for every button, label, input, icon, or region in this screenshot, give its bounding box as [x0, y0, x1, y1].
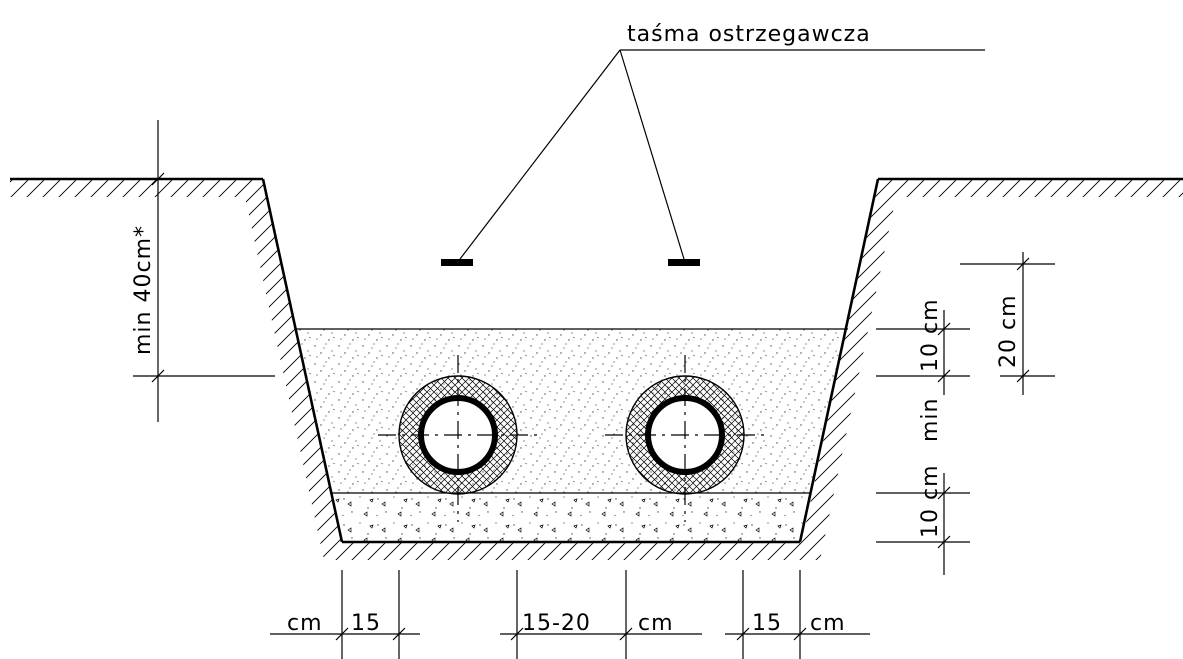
- warning-tape-right: [668, 259, 700, 266]
- pipe-cover-label: 10 cm: [918, 298, 943, 372]
- pipe-left: [378, 355, 538, 522]
- right-dimensions: 20 cm 10 cm min 10 cm: [876, 252, 1055, 575]
- sand-backfill: [296, 329, 848, 493]
- tape-height-label: 20 cm: [996, 294, 1021, 368]
- min-cover-dimension: min 40cm*: [131, 120, 275, 422]
- warning-tape-label: taśma ostrzegawcza: [627, 22, 871, 47]
- bedding-label: 10 cm: [918, 464, 943, 538]
- warning-tape-callout: taśma ostrzegawcza: [441, 22, 985, 266]
- left-15-label: 15: [351, 611, 381, 636]
- right-15-label: 15: [752, 611, 782, 636]
- gravel-bedding: [332, 493, 810, 542]
- trench-outline: [10, 177, 1183, 544]
- bottom-dimensions: cm 15 15-20 cm 15 cm: [270, 570, 870, 659]
- right-cm-label: cm: [810, 611, 846, 636]
- pipe-right: [605, 355, 765, 522]
- spacing-label: 15-20: [522, 611, 591, 636]
- min-cover-label: min 40cm*: [131, 225, 156, 355]
- spacing-cm-label: cm: [638, 611, 674, 636]
- left-cm-label: cm: [287, 611, 323, 636]
- min-label: min: [918, 398, 943, 443]
- warning-tape-left: [441, 259, 473, 266]
